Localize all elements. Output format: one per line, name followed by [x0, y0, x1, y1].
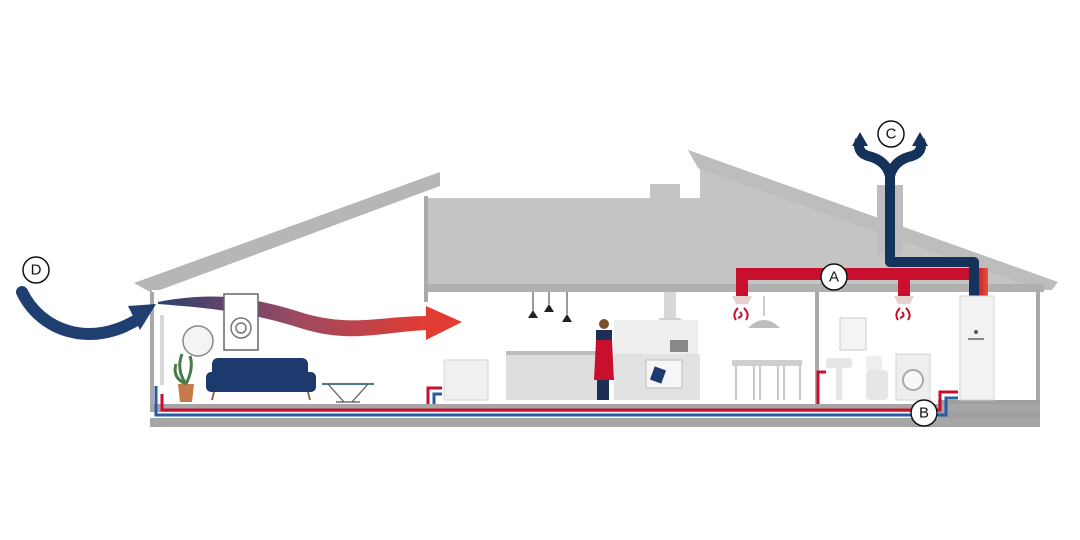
label-c-text: C	[886, 126, 897, 143]
label-c-circle	[877, 120, 905, 148]
kitchen-bath-wall	[815, 292, 819, 404]
counter	[506, 354, 608, 400]
left-roof	[134, 172, 440, 293]
sofa-leg	[307, 391, 311, 401]
sofa-leg	[211, 391, 215, 401]
supply-arrowhead-icon	[426, 306, 462, 340]
washing-machine-door	[902, 369, 924, 391]
floor-slab	[150, 404, 1040, 412]
bar-stools	[732, 360, 802, 400]
ventilation-unit	[959, 295, 995, 401]
pendant-lamp-icon	[562, 314, 572, 322]
floor-base	[150, 418, 1040, 427]
plant-pot	[178, 384, 194, 402]
living-room	[160, 293, 374, 403]
hood-chimney	[664, 292, 676, 318]
radiator-red-pipe	[426, 386, 442, 404]
blue-pipe	[154, 386, 958, 417]
airflow-squiggle-icon	[895, 307, 911, 321]
chef-legs	[597, 380, 609, 400]
pot	[670, 340, 688, 352]
pendant-lights	[532, 292, 568, 314]
counter-top	[506, 351, 608, 355]
toilet-bowl	[866, 370, 888, 400]
lamp-post	[160, 315, 164, 385]
right-roof-top	[688, 150, 1058, 290]
intake-arrowhead-icon	[128, 304, 156, 330]
label-a-circle	[820, 263, 848, 291]
sink-pedestal	[836, 368, 842, 400]
duct-drop-2	[898, 268, 910, 296]
sofa-seat	[206, 372, 316, 392]
center-block	[424, 184, 720, 290]
duct-drop-1	[736, 268, 748, 296]
exhaust-left-arrow-icon	[852, 132, 868, 146]
label-d-text: D	[31, 262, 42, 279]
plant-leaves	[173, 353, 193, 386]
coffee-table-legs	[327, 383, 369, 403]
duct-main	[736, 268, 988, 280]
intake-airflow-arrow	[16, 286, 146, 340]
house-silhouette	[134, 150, 1058, 293]
label-a: A	[820, 263, 848, 291]
label-d: D	[22, 256, 50, 284]
label-d-circle	[22, 256, 50, 284]
wall-art-circle	[230, 317, 252, 339]
bath-red-pipe	[816, 370, 826, 404]
unit-indicator	[974, 330, 978, 334]
exhaust-right-arrow-icon	[912, 132, 928, 146]
airflow-squiggle-icon	[733, 307, 749, 321]
vent-2-icon	[894, 296, 914, 304]
vent-1-icon	[732, 296, 752, 304]
red-pipe	[160, 390, 958, 412]
wall-art	[223, 293, 259, 351]
left-room-back	[152, 194, 424, 293]
radiator-blue-pipe	[432, 392, 442, 404]
exhaust-duct	[854, 138, 979, 296]
oven-mitt	[649, 366, 667, 384]
round-mirror	[182, 325, 214, 357]
right-outer-wall	[1036, 290, 1040, 418]
ceiling-band	[424, 284, 1044, 292]
label-b-text: B	[919, 405, 929, 422]
label-b-circle	[910, 399, 938, 427]
pendant-lamp-icon	[528, 310, 538, 318]
kitchen	[443, 292, 802, 401]
chef-head	[599, 319, 609, 329]
pendant-lamp-icon	[544, 304, 554, 312]
label-a-text: A	[829, 269, 839, 286]
radiator	[443, 359, 489, 401]
wall-art-circle-inner	[235, 322, 247, 334]
sink	[826, 358, 852, 368]
label-c: C	[877, 120, 905, 148]
toilet-tank	[866, 356, 882, 370]
unit-label	[968, 338, 984, 340]
label-b: B	[910, 399, 938, 427]
bathroom	[826, 317, 931, 401]
chef-apron	[594, 340, 614, 380]
mirror	[839, 317, 867, 351]
unit-cabinet	[959, 295, 995, 401]
living-kitchen-wall	[424, 196, 428, 302]
dome-lamp	[748, 320, 780, 328]
underfloor-pipes	[154, 370, 958, 417]
left-outer-wall	[150, 292, 154, 412]
exhaust-split-right	[885, 138, 926, 178]
exhaust-vertical	[885, 176, 979, 296]
exhaust-split-left	[854, 138, 895, 178]
